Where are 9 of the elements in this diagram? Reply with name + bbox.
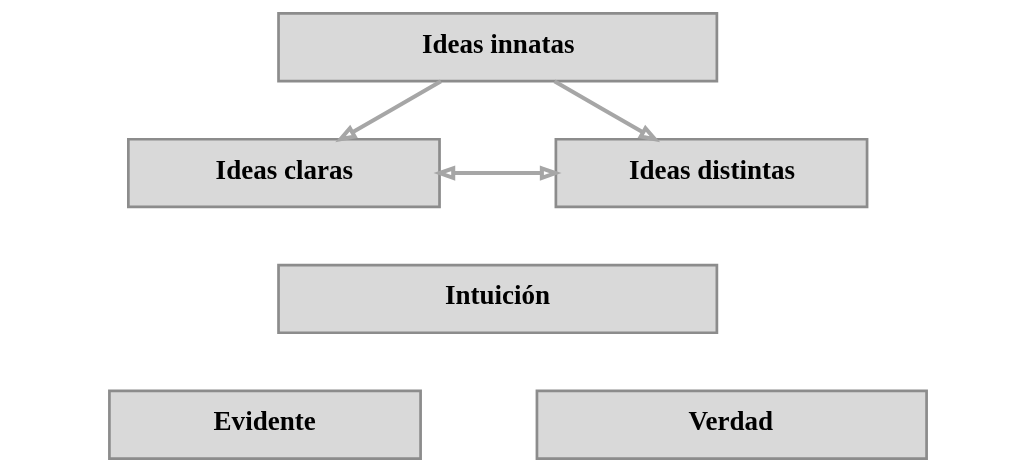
arrow xyxy=(433,165,562,181)
node-box: Verdad xyxy=(535,389,928,460)
node-box: Ideas claras xyxy=(126,137,441,209)
arrow xyxy=(552,79,660,143)
node-box: Ideas innatas xyxy=(276,12,718,83)
node-box: Intuición xyxy=(276,263,718,335)
node-box: Evidente xyxy=(107,389,422,460)
arrow xyxy=(334,79,442,143)
node-box: Ideas distintas xyxy=(554,137,868,209)
